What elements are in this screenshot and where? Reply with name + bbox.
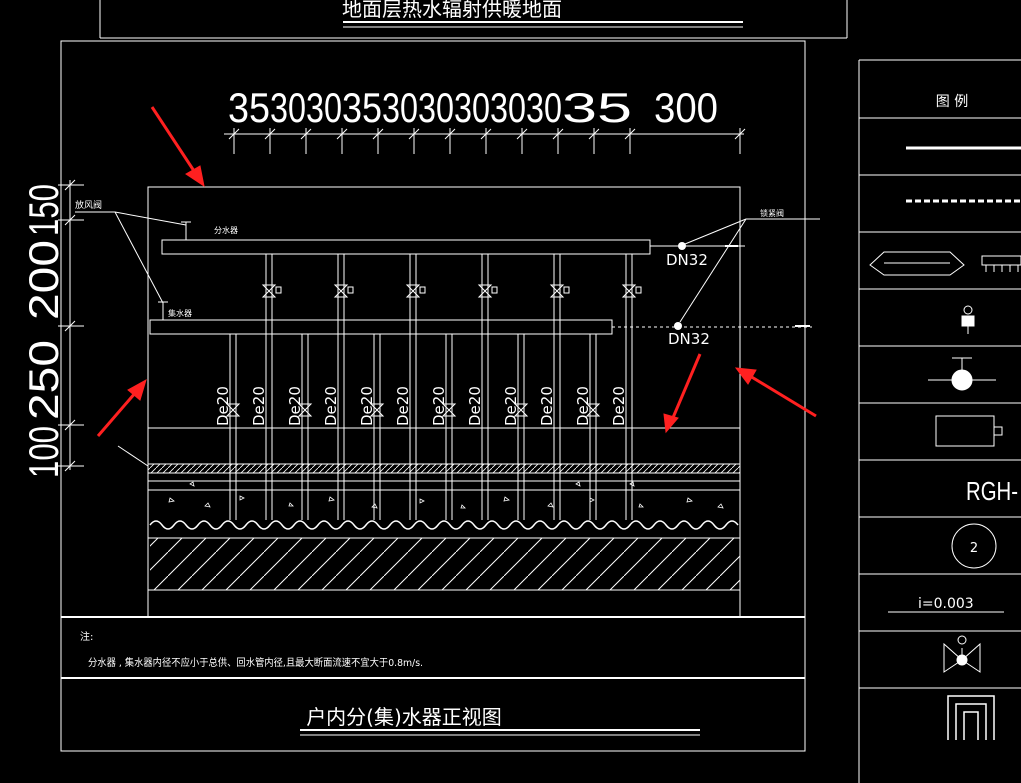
return-branches — [225, 334, 601, 520]
supply-branches — [261, 254, 642, 520]
vdim-1: 250 — [20, 340, 67, 420]
pipe-labels: De20 De20 De20 De20 De20 De20 De20 De20 … — [214, 386, 628, 426]
legend-expansion-loop-icon — [947, 695, 995, 740]
hdim-9: 35 — [562, 84, 632, 131]
legend-meter-icon — [935, 415, 1003, 447]
lock-valve-label: 锁紧阀 — [760, 208, 784, 218]
pipe-label: De20 — [574, 386, 592, 426]
arrow-right — [749, 374, 817, 418]
legend-rgh-label: RGH- — [966, 476, 1018, 506]
pipe-label: De20 — [430, 386, 448, 426]
arrow-top-left — [150, 106, 198, 175]
legend-slope-label: i=0.003 — [918, 596, 974, 612]
pipe-label: De20 — [358, 386, 376, 426]
notes-line: 分水器 , 集水器内径不应小于总供、回水管内径,且最大断面流速不宜大于0.8m/… — [88, 656, 423, 669]
hdim-1: 30 — [270, 84, 306, 131]
pipe-label: De20 — [538, 386, 556, 426]
legend-vent-valve-icon — [961, 305, 975, 334]
notes-heading: 注: — [80, 630, 93, 643]
hdim-8: 30 — [526, 84, 562, 131]
supply-dn-label: DN32 — [666, 251, 708, 269]
return-dn-label: DN32 — [668, 330, 710, 348]
floor-section — [117, 428, 741, 616]
pipe-label: De20 — [322, 386, 340, 426]
hdim-6: 30 — [454, 84, 490, 131]
return-manifold-label: 集水器 — [168, 308, 192, 318]
arrow-bottom — [670, 353, 702, 421]
legend-circle-number: 2 — [970, 541, 978, 556]
vdim-2: 200 — [20, 240, 67, 320]
legend-number-circle-icon — [951, 523, 997, 569]
vdim-3: 150 — [20, 184, 67, 236]
pipe-label: De20 — [466, 386, 484, 426]
legend-title: 图 例 — [936, 94, 968, 110]
legend-balance-valve-icon — [943, 635, 981, 673]
top-title-frame: 地面层热水辐射供暖地面 — [99, 0, 848, 39]
horizontal-dimensions: 35 30 30 35 30 30 30 30 30 35 300 — [224, 84, 746, 154]
supply-manifold: 分水器 DN32 — [161, 221, 745, 269]
legend-panel: 图 例 RGH- 2 i=0.003 — [858, 59, 1021, 783]
pipe-label: De20 — [286, 386, 304, 426]
main-drawing-frame — [60, 40, 806, 752]
pipe-label: De20 — [502, 386, 520, 426]
legend-lock-valve-icon — [928, 357, 996, 391]
notes: 注: 分水器 , 集水器内径不应小于总供、回水管内径,且最大断面流速不宜大于0.… — [80, 630, 423, 669]
arrow-left — [96, 391, 138, 437]
hdim-3: 35 — [342, 84, 382, 131]
annotation-arrows — [96, 106, 817, 437]
supply-lock-valve — [678, 242, 686, 250]
manifold-cabinet — [147, 186, 741, 429]
return-manifold: 集水器 DN32 — [149, 301, 812, 348]
pipe-label: De20 — [250, 386, 268, 426]
vdim-0: 100 — [20, 426, 67, 478]
supply-manifold-label: 分水器 — [214, 225, 238, 235]
hdim-5: 30 — [418, 84, 454, 131]
hdim-7: 30 — [490, 84, 526, 131]
return-lock-valve — [674, 322, 682, 330]
hdim-4: 30 — [382, 84, 418, 131]
pipe-label: De20 — [394, 386, 412, 426]
vent-valve-label: 放风阀 — [75, 199, 102, 211]
hdim-0: 35 — [228, 84, 270, 131]
pipe-label: De20 — [610, 386, 628, 426]
legend-manifold-icon — [869, 251, 1021, 276]
top-title: 地面层热水辐射供暖地面 — [342, 0, 562, 21]
hdim-10: 300 — [654, 84, 718, 131]
pipe-label: De20 — [214, 386, 232, 426]
leader-lines — [75, 211, 820, 323]
hdim-2: 30 — [306, 84, 342, 131]
bottom-title: 户内分(集)水器正视图 — [306, 705, 502, 729]
vertical-dimensions: 100 250 200 150 — [20, 179, 84, 478]
